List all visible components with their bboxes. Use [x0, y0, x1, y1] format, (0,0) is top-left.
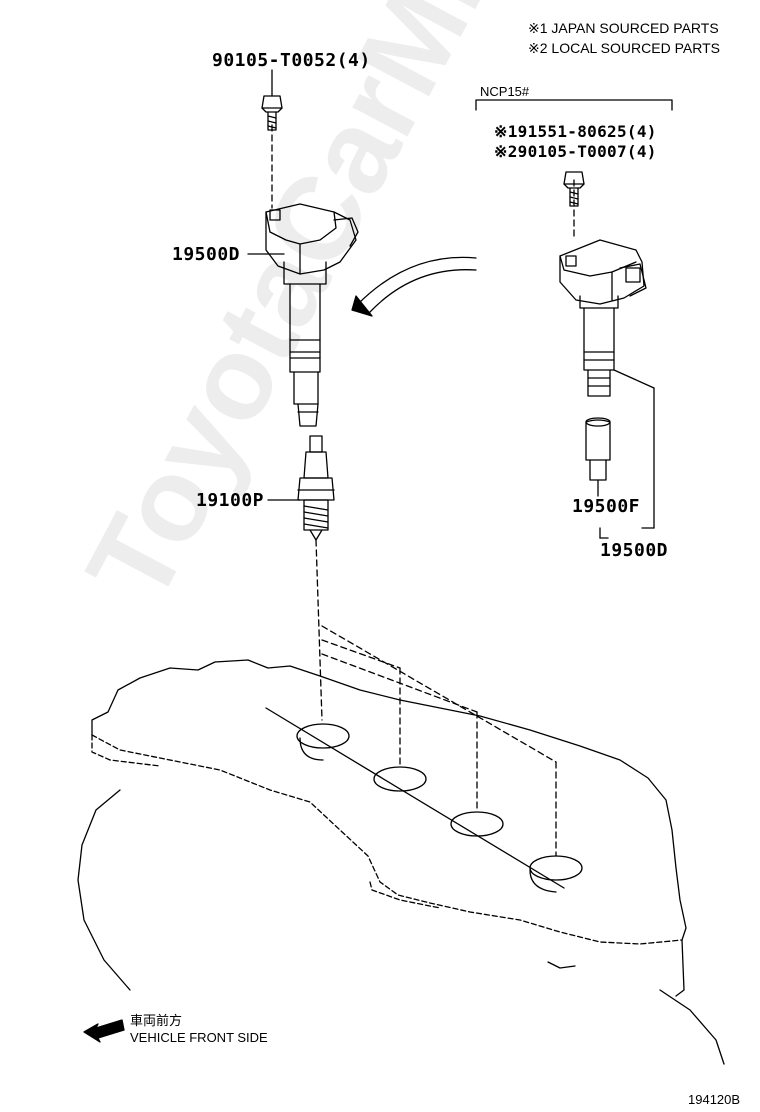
install-guides — [271, 124, 575, 857]
direction-label-jp: 車両前方 — [130, 1013, 183, 1028]
label-coil-right: 19500D — [600, 540, 669, 561]
label-spark-plug: 19100P — [196, 490, 265, 511]
bolt-left — [261, 95, 283, 131]
vehicle-front-arrow — [83, 1019, 125, 1043]
variant-bracket — [475, 99, 673, 111]
label-variant: NCP15# — [480, 84, 530, 99]
label-coil-left: 19500D — [172, 244, 241, 265]
leader-lines — [247, 69, 301, 501]
legend-japan-parts: ※1 JAPAN SOURCED PARTS — [528, 20, 719, 36]
direction-label-en: VEHICLE FRONT SIDE — [130, 1030, 268, 1045]
label-bolt-left: 90105-T0052(4) — [212, 50, 371, 71]
curved-arrow — [351, 256, 477, 317]
figure-id: 194120B — [688, 1092, 741, 1107]
legend-local-parts: ※2 LOCAL SOURCED PARTS — [528, 40, 720, 56]
label-coil-sub: 19500F — [572, 496, 641, 517]
engine-head-outline — [77, 659, 725, 1065]
assembly-bracket — [597, 369, 655, 539]
label-bolt-right-1: ※191551-80625(4) — [494, 122, 657, 141]
ignition-coil-right — [559, 239, 647, 481]
label-bolt-right-2: ※290105-T0007(4) — [494, 142, 657, 161]
spark-plug — [297, 435, 335, 541]
bolt-right — [563, 171, 585, 207]
ignition-coil-left — [265, 203, 359, 427]
